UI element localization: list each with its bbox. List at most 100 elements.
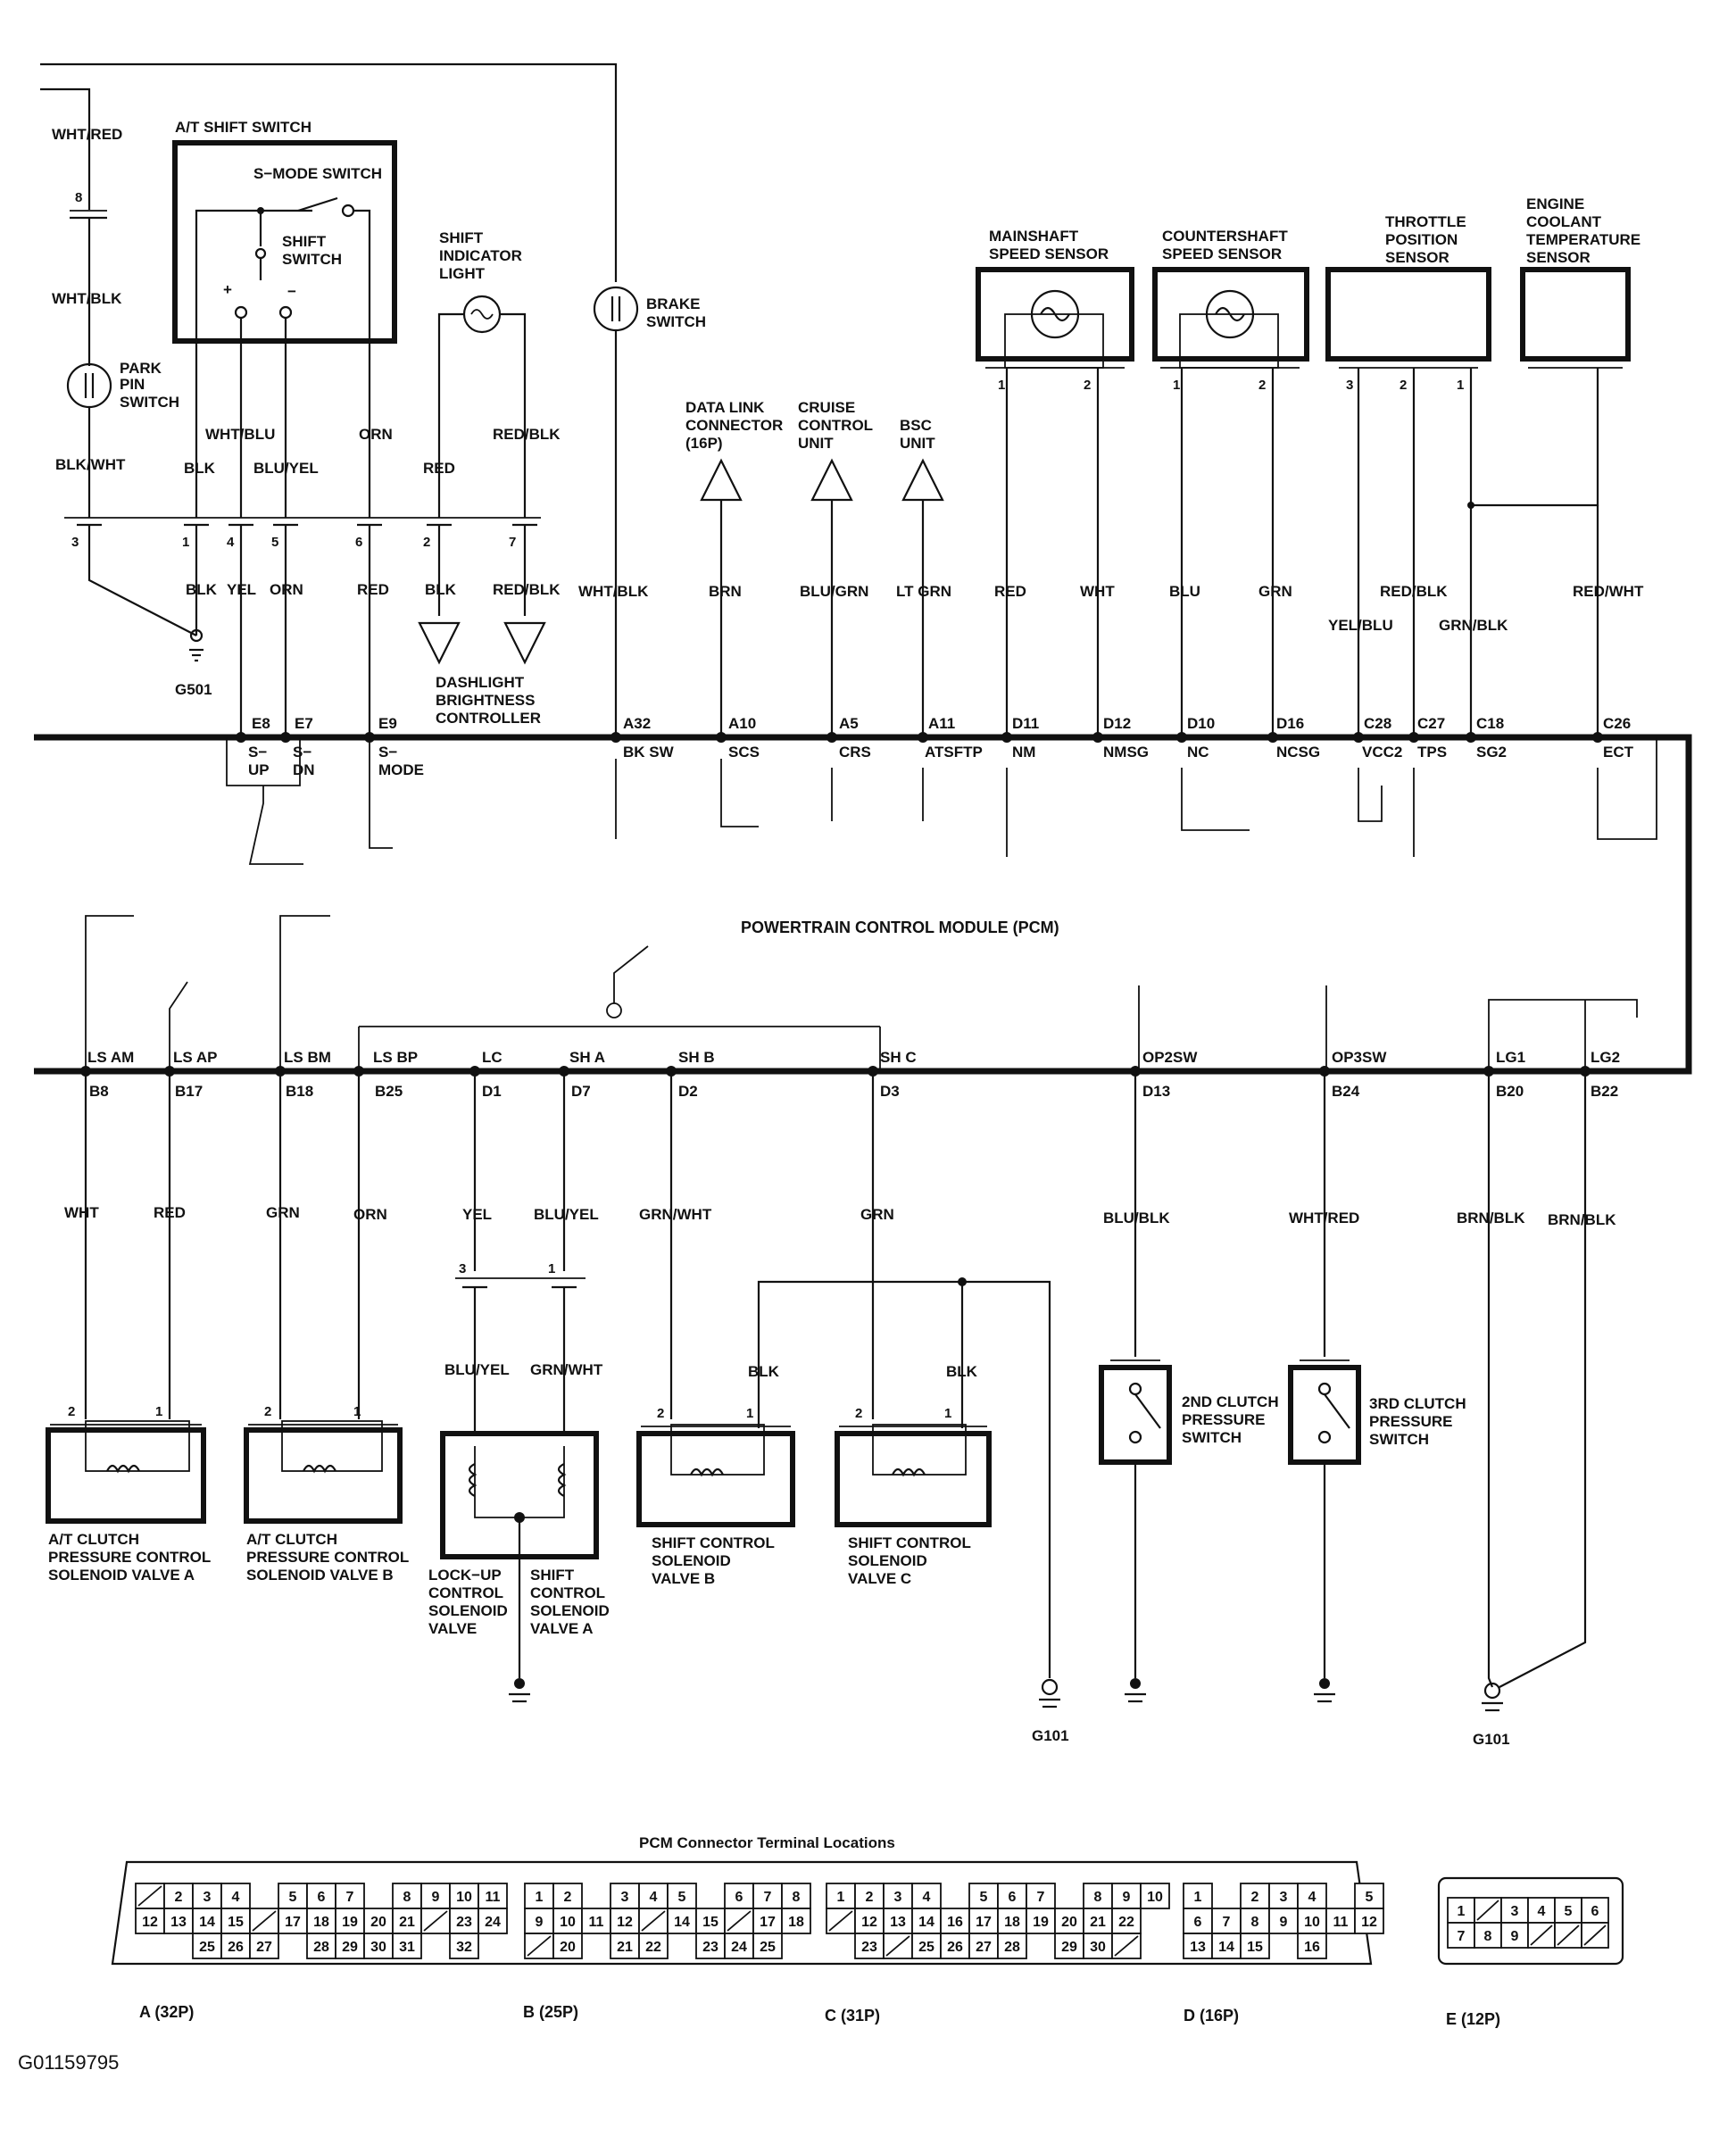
terminal-cell <box>752 1933 783 1959</box>
svg-text:3RD CLUTCH: 3RD CLUTCH <box>1369 1395 1466 1412</box>
svg-text:A/T CLUTCH: A/T CLUTCH <box>246 1531 337 1548</box>
terminal-number: 24 <box>485 1915 501 1930</box>
svg-text:6: 6 <box>355 535 362 550</box>
svg-text:C18: C18 <box>1476 715 1504 732</box>
terminal-number: 4 <box>650 1890 658 1905</box>
terminal-number: 10 <box>1147 1890 1163 1905</box>
svg-text:BLK: BLK <box>946 1363 978 1380</box>
brake-switch-symbol <box>593 286 639 332</box>
terminal-number: 5 <box>1565 1904 1573 1919</box>
svg-text:D10: D10 <box>1187 715 1215 732</box>
svg-text:LG2: LG2 <box>1591 1049 1620 1066</box>
terminal-cell <box>940 1908 970 1934</box>
unused-terminal-mark <box>641 1910 666 1932</box>
wht-blk-label: WHT/BLK <box>52 290 122 307</box>
svg-text:LIGHT: LIGHT <box>439 265 486 282</box>
svg-text:S−MODE SWITCH: S−MODE SWITCH <box>253 165 382 182</box>
terminal-number: 9 <box>536 1915 544 1930</box>
svg-text:GRN/WHT: GRN/WHT <box>530 1361 603 1378</box>
terminal-number: 26 <box>947 1940 963 1955</box>
terminal-number: 9 <box>432 1890 440 1905</box>
footer-id: G01159795 <box>18 2051 119 2074</box>
terminal-cell <box>1297 1933 1327 1959</box>
terminal-number: 5 <box>1366 1890 1374 1905</box>
terminal-number: 14 <box>674 1915 690 1930</box>
svg-text:BRN: BRN <box>709 583 742 600</box>
svg-text:SWITCH: SWITCH <box>282 251 342 268</box>
terminal-number: 12 <box>861 1915 877 1930</box>
terminal-cell <box>420 1883 451 1909</box>
terminal-cell <box>1240 1933 1270 1959</box>
terminal-number: 12 <box>1361 1915 1377 1930</box>
svg-text:ENGINE: ENGINE <box>1526 195 1584 212</box>
terminal-number: 1 <box>837 1890 845 1905</box>
svg-text:CONTROL: CONTROL <box>428 1584 503 1601</box>
solenoid-valve-a: 2 1 A/T CLUTCH PRESSURE CONTROL SOLENOID… <box>46 1404 211 1584</box>
unused-terminal-mark <box>1583 1925 1607 1946</box>
svg-text:SHIFT CONTROL: SHIFT CONTROL <box>652 1534 775 1551</box>
terminal-number: 20 <box>1061 1915 1077 1930</box>
svg-text:LS BP: LS BP <box>373 1049 418 1066</box>
svg-text:SG2: SG2 <box>1476 744 1507 761</box>
terminal-cell <box>524 1883 554 1909</box>
terminal-cell <box>1111 1908 1142 1934</box>
terminal-number: 12 <box>617 1915 633 1930</box>
terminal-number: 18 <box>1004 1915 1020 1930</box>
terminal-number: 1 <box>1458 1904 1466 1919</box>
svg-text:S−: S− <box>248 744 267 761</box>
svg-text:SOLENOID: SOLENOID <box>530 1602 610 1619</box>
terminal-number: 14 <box>1218 1940 1234 1955</box>
terminal-number: 10 <box>456 1890 472 1905</box>
svg-text:G101: G101 <box>1473 1731 1510 1748</box>
terminal-number: 7 <box>1458 1929 1466 1944</box>
svg-text:SHIFT: SHIFT <box>282 233 327 250</box>
svg-text:D13: D13 <box>1142 1083 1170 1100</box>
terminal-cell <box>552 1883 583 1909</box>
svg-text:GRN: GRN <box>860 1206 894 1223</box>
terminal-cell <box>581 1908 611 1934</box>
terminal-cell <box>552 1933 583 1959</box>
svg-text:RED/BLK: RED/BLK <box>493 581 561 598</box>
svg-text:BLK: BLK <box>184 460 216 477</box>
terminal-cell <box>610 1933 640 1959</box>
svg-text:A5: A5 <box>839 715 859 732</box>
svg-text:2: 2 <box>1084 378 1091 393</box>
ect-sensor-box <box>1520 267 1631 362</box>
unused-terminal-mark <box>1476 1900 1499 1921</box>
terminal-number: 4 <box>1538 1904 1546 1919</box>
pcm-connector-outline <box>111 1860 1373 1966</box>
svg-text:E9: E9 <box>378 715 397 732</box>
svg-text:8: 8 <box>75 190 82 205</box>
svg-text:LC: LC <box>482 1049 503 1066</box>
svg-text:SCS: SCS <box>728 744 760 761</box>
terminal-number: 25 <box>918 1940 934 1955</box>
svg-text:WHT/BLU: WHT/BLU <box>205 426 275 443</box>
svg-text:B18: B18 <box>286 1083 313 1100</box>
terminal-number: 2 <box>564 1890 572 1905</box>
terminal-number: 8 <box>793 1890 801 1905</box>
terminal-cell <box>968 1933 999 1959</box>
svg-text:D12: D12 <box>1103 715 1131 732</box>
svg-text:RED/WHT: RED/WHT <box>1573 583 1644 600</box>
svg-text:ECT: ECT <box>1603 744 1634 761</box>
svg-text:S−: S− <box>378 744 397 761</box>
svg-text:BLU/BLK: BLU/BLK <box>1103 1210 1170 1226</box>
terminal-cell <box>392 1933 422 1959</box>
terminal-number: 28 <box>313 1940 329 1955</box>
svg-text:7: 7 <box>509 535 516 550</box>
svg-text:B22: B22 <box>1591 1083 1618 1100</box>
unused-terminal-mark <box>137 1885 162 1907</box>
svg-text:B8: B8 <box>89 1083 109 1100</box>
terminal-cell <box>306 1908 336 1934</box>
unused-terminal-mark <box>423 1910 448 1932</box>
svg-text:2: 2 <box>264 1404 271 1419</box>
svg-text:ATSFTP: ATSFTP <box>925 744 983 761</box>
terminal-number: 22 <box>1118 1915 1134 1930</box>
svg-text:C27: C27 <box>1417 715 1445 732</box>
svg-text:VALVE B: VALVE B <box>652 1570 715 1587</box>
terminal-cell <box>306 1883 336 1909</box>
terminal-number: 30 <box>1090 1940 1106 1955</box>
